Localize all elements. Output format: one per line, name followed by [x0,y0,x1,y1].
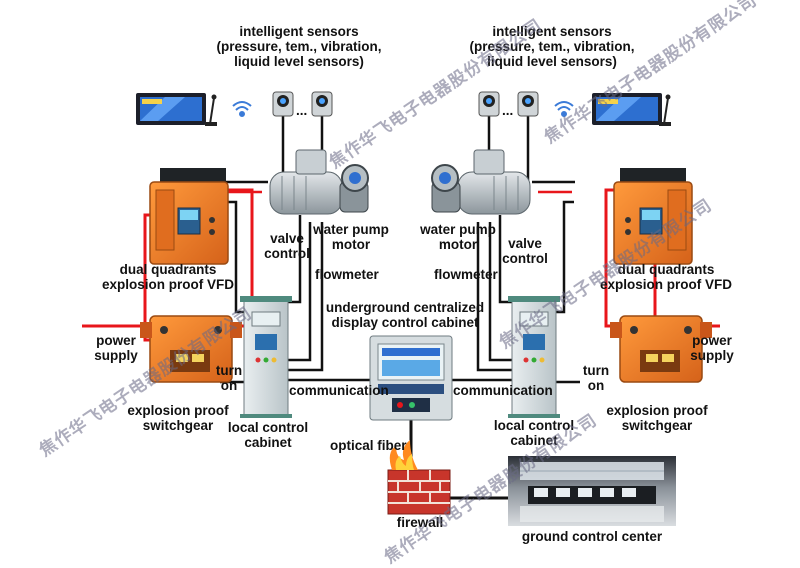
label-line: switchgear [142,418,214,433]
firewall-label: firewall [396,515,444,530]
local-cabinet-label-left: local control cabinet [228,420,308,450]
flowmeter-label-right: flowmeter [434,267,498,282]
sensor-gauge-icon [311,91,333,117]
ground-center-label: ground control center [521,529,663,544]
label-line: switchgear [621,418,693,433]
switchgear-label-left: explosion proof switchgear [127,403,228,433]
switchgear-icon [610,315,712,383]
label-line: local control [493,418,575,433]
turn-on-label-right: turn on [583,363,609,393]
signal-line [476,222,512,372]
label-line: explosion proof [606,403,708,418]
sensors-label-left: intelligent sensors (pressure, tem., vib… [216,24,381,69]
label-line: (pressure, tem., vibration, [469,39,635,54]
sensors-label-right: intelligent sensors (pressure, tem., vib… [469,24,634,69]
sensor-gauge-icon [517,91,539,117]
signal-line [226,200,244,314]
pump-motor-icon [431,149,531,215]
switchgear-icon [140,315,242,383]
label-line: dual quadrants [119,262,217,277]
signal-line [288,222,324,372]
diagram-canvas [82,91,720,526]
sensor-dots-right: ... [502,103,514,118]
vfd-cabinet-icon [613,168,693,265]
label-line: liquid level sensors) [487,54,617,69]
label-line: power [96,333,136,348]
label-line: cabinet [510,433,558,448]
pump-motor-label-right: water pump motor [420,222,496,252]
power-supply-label-right: power supply [690,333,734,363]
antenna-icon [205,94,217,126]
optical-fiber-label: optical fiber [330,438,407,453]
display-panel-icon [136,93,206,125]
control-cabinet-icon [508,296,560,418]
label-line: display control cabinet [331,315,479,330]
label-line: on [587,378,605,393]
label-line: explosion proof VFD [101,277,235,292]
pump-motor-icon [269,149,369,215]
sensor-gauge-icon [272,91,294,117]
wifi-icon [554,101,574,117]
label-line: control [264,246,310,261]
valve-control-label-right: valve control [502,236,548,266]
label-line: intelligent sensors [492,24,612,39]
sensor-gauge-icon [478,91,500,117]
communication-label-right: communication [453,383,553,398]
label-line: water pump [313,222,389,237]
label-line: liquid level sensors) [234,54,364,69]
label-line: valve [508,236,542,251]
label-line: (pressure, tem., vibration, [216,39,382,54]
label-line: local control [227,420,309,435]
central-cabinet-label: underground centralized display control … [326,300,484,330]
label-line: turn [215,363,243,378]
label-line: intelligent sensors [239,24,359,39]
flowmeter-label-left: flowmeter [315,267,379,282]
control-cabinet-icon [240,296,292,418]
vfd-label-right: dual quadrants explosion proof VFD [600,262,732,292]
label-line: cabinet [244,435,292,450]
label-line: supply [690,348,734,363]
label-line: power [692,333,732,348]
signal-line [288,222,312,362]
label-line: explosion proof [127,403,229,418]
label-line: underground centralized [325,300,485,315]
valve-control-label-left: valve control [264,231,310,261]
antenna-icon [659,94,671,126]
pump-motor-label-left: water pump motor [313,222,389,252]
signal-line [556,200,574,314]
central-console-icon [369,335,453,421]
turn-on-label-left: turn on [216,363,242,393]
signal-line [488,222,512,362]
switchgear-label-right: explosion proof switchgear [606,403,707,433]
vfd-label-left: dual quadrants explosion proof VFD [102,262,234,292]
label-line: turn [582,363,610,378]
label-line: dual quadrants [617,262,715,277]
label-line: motor [331,237,371,252]
label-line: supply [94,348,138,363]
label-line: on [220,378,238,393]
control-room-photo [508,456,676,526]
label-line: valve [270,231,304,246]
label-line: control [502,251,548,266]
sensor-dots-left: ... [296,103,308,118]
communication-label-left: communication [289,383,389,398]
vfd-cabinet-icon [149,168,229,265]
label-line: water pump [420,222,496,237]
wifi-icon [232,101,252,117]
label-line: explosion proof VFD [599,277,733,292]
firewall-icon [387,440,451,515]
display-panel-icon [592,93,662,125]
local-cabinet-label-right: local control cabinet [494,418,574,448]
power-supply-label-left: power supply [94,333,138,363]
label-line: motor [438,237,478,252]
